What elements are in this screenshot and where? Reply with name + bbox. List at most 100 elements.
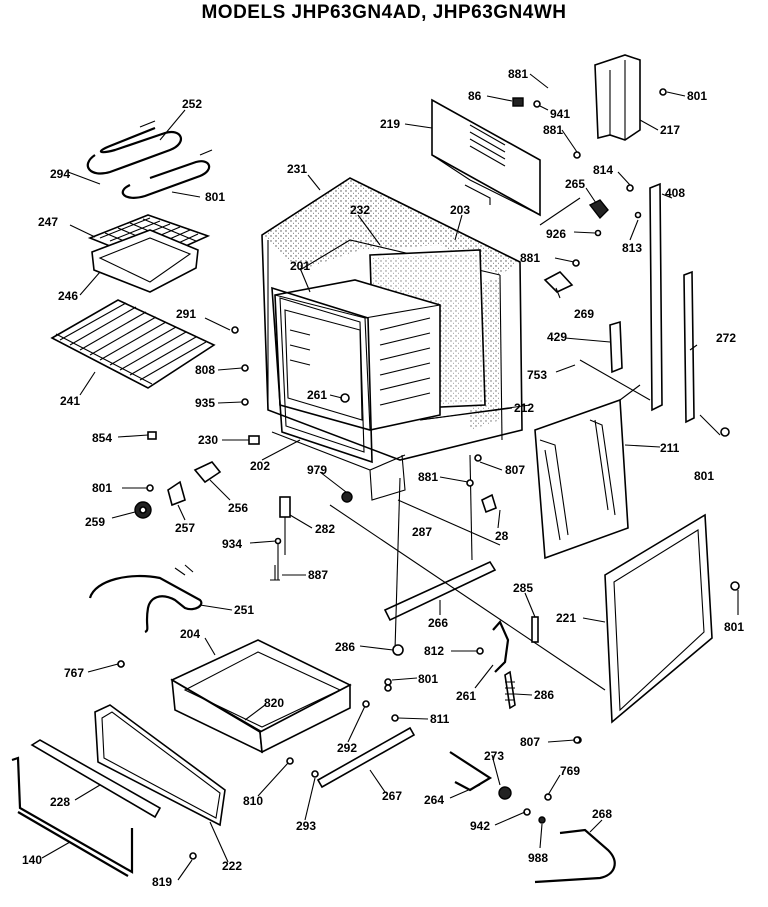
label-leaders — [41, 73, 739, 881]
storage-drawer — [170, 639, 352, 754]
label-769: 769 — [560, 764, 580, 778]
slide-rail-267 — [316, 726, 416, 789]
label-269: 269 — [574, 307, 594, 321]
oven-door — [604, 513, 713, 724]
label-801: 801 — [687, 89, 707, 103]
label-268: 268 — [592, 807, 612, 821]
vent-bracket — [594, 54, 641, 141]
label-291: 291 — [176, 307, 196, 321]
label-217: 217 — [660, 123, 680, 137]
label-935: 935 — [195, 396, 215, 410]
label-228: 228 — [50, 795, 70, 809]
label-256: 256 — [228, 501, 248, 515]
label-267: 267 — [382, 789, 402, 803]
label-247: 247 — [38, 215, 58, 229]
label-230: 230 — [198, 433, 218, 447]
label-282: 282 — [315, 522, 335, 536]
label-408: 408 — [665, 186, 685, 200]
label-807: 807 — [505, 463, 525, 477]
label-293: 293 — [296, 819, 316, 833]
drawer-rail — [30, 739, 162, 819]
label-881: 881 — [418, 470, 438, 484]
label-261: 261 — [456, 689, 476, 703]
label-212: 212 — [514, 401, 534, 415]
broil-element — [86, 120, 213, 199]
label-942: 942 — [470, 819, 490, 833]
label-265: 265 — [565, 177, 585, 191]
label-219: 219 — [380, 117, 400, 131]
label-814: 814 — [593, 163, 613, 177]
label-203: 203 — [450, 203, 470, 217]
label-264: 264 — [424, 793, 444, 807]
broiler-pan — [91, 229, 199, 293]
label-140: 140 — [22, 853, 42, 867]
label-819: 819 — [152, 875, 172, 889]
label-202: 202 — [250, 459, 270, 473]
label-926: 926 — [546, 227, 566, 241]
label-801: 801 — [694, 469, 714, 483]
label-273: 273 — [484, 749, 504, 763]
label-934: 934 — [222, 537, 242, 551]
label-286: 286 — [534, 688, 554, 702]
label-287: 287 — [412, 525, 432, 539]
side-trim-long — [649, 182, 663, 412]
label-86: 86 — [468, 89, 482, 103]
label-887: 887 — [308, 568, 328, 582]
label-211: 211 — [660, 441, 680, 455]
part-labels: 881 86 941 801 217 219 881 814 265 408 9… — [22, 67, 744, 889]
label-881: 881 — [508, 67, 528, 81]
label-854: 854 — [92, 431, 112, 445]
label-252: 252 — [182, 97, 202, 111]
label-285: 285 — [513, 581, 533, 595]
label-266: 266 — [428, 616, 448, 630]
label-808: 808 — [195, 363, 215, 377]
label-259: 259 — [85, 515, 105, 529]
label-988: 988 — [528, 851, 548, 865]
label-261: 261 — [307, 388, 327, 402]
label-979: 979 — [307, 463, 327, 477]
label-753: 753 — [527, 368, 547, 382]
drawer-front — [94, 704, 226, 827]
label-811: 811 — [430, 712, 450, 726]
label-881: 881 — [543, 123, 563, 137]
side-panel — [534, 398, 629, 560]
label-251: 251 — [234, 603, 254, 617]
label-292: 292 — [337, 741, 357, 755]
label-801: 801 — [418, 672, 438, 686]
diagram-title: MODELS JHP63GN4AD, JHP63GN4WH — [201, 2, 567, 23]
bake-element — [88, 564, 203, 634]
side-trim-short — [683, 270, 695, 424]
label-232: 232 — [350, 203, 370, 217]
label-807: 807 — [520, 735, 540, 749]
label-812: 812 — [424, 644, 444, 658]
label-221: 221 — [556, 611, 576, 625]
side-trim-small — [609, 320, 623, 374]
label-429: 429 — [547, 330, 567, 344]
label-246: 246 — [58, 289, 78, 303]
label-204: 204 — [180, 627, 200, 641]
drawer-gasket — [11, 756, 134, 877]
label-28: 28 — [495, 529, 509, 543]
label-801: 801 — [92, 481, 112, 495]
label-801: 801 — [724, 620, 744, 634]
label-881: 881 — [520, 251, 540, 265]
label-222: 222 — [222, 859, 242, 873]
label-272: 272 — [716, 331, 736, 345]
label-941: 941 — [550, 107, 570, 121]
label-810: 810 — [243, 794, 263, 808]
label-241: 241 — [60, 394, 80, 408]
label-294: 294 — [50, 167, 70, 181]
vent-panel — [431, 98, 541, 217]
label-820: 820 — [264, 696, 284, 710]
oven-liner — [274, 279, 441, 431]
label-801: 801 — [205, 190, 225, 204]
slide-rail-266 — [383, 560, 497, 622]
label-201: 201 — [290, 259, 310, 273]
label-231: 231 — [287, 162, 307, 176]
label-767: 767 — [64, 666, 84, 680]
label-286: 286 — [335, 640, 355, 654]
oven-rack — [50, 299, 216, 389]
hardware — [117, 88, 740, 884]
